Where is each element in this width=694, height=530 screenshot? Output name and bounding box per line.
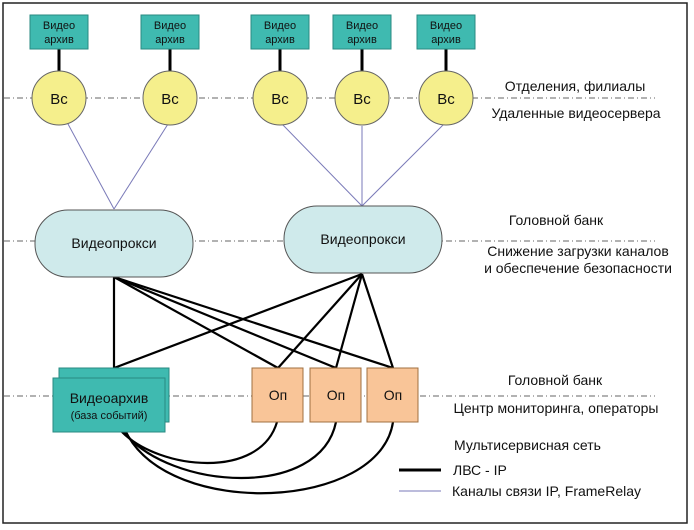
operator-node[interactable]: Оп — [366, 367, 419, 423]
video-server-label: Вс — [271, 91, 289, 108]
video-server-label: Вс — [161, 91, 179, 108]
proxy-shape — [34, 209, 194, 278]
wan-links — [67, 123, 445, 210]
lan-link — [360, 273, 395, 369]
archive-title: Видеоархив — [70, 390, 149, 406]
legend-title: Мультисервисная сеть — [454, 437, 601, 453]
remote-archive-label: Видео — [264, 20, 296, 32]
remote-archive-label: Видео — [430, 20, 462, 32]
remote-archive-label: архив — [44, 34, 74, 46]
video-server-shape — [142, 70, 198, 126]
video-server-shape — [334, 70, 390, 126]
video-server-node[interactable]: Вс — [252, 70, 308, 126]
operator-shape — [251, 367, 304, 423]
video-server-node[interactable]: Вс — [31, 70, 87, 126]
wan-link — [113, 123, 169, 210]
level-label: Снижение загрузки каналов — [487, 243, 669, 259]
lan-curve — [121, 421, 279, 464]
level-label: Головной банк — [509, 212, 604, 228]
video-server-node[interactable]: Вс — [334, 70, 390, 126]
wan-link — [67, 123, 115, 210]
level-label: Удаленные видеосервера — [491, 105, 660, 121]
remote-archive-label: Видео — [154, 20, 186, 32]
operator-label: Оп — [269, 387, 287, 403]
video-server-label: Вс — [353, 91, 371, 108]
proxy-node[interactable]: Видеопрокси — [283, 205, 443, 274]
lan-link — [113, 272, 363, 370]
operator-label: Оп — [327, 387, 345, 403]
remote-archive-shape — [416, 14, 476, 50]
operator-shape — [309, 367, 362, 423]
legend-wan-label: Каналы связи IP, FrameRelay — [452, 483, 641, 499]
remote-archive-label: Видео — [346, 20, 378, 32]
archive-server-links — [57, 49, 448, 72]
video-server-label: Вс — [437, 91, 455, 108]
remote-archive-label: архив — [347, 34, 377, 46]
archive-front-shape — [52, 377, 166, 433]
video-server-node[interactable]: Вс — [142, 70, 198, 126]
proxy-node[interactable]: Видеопрокси — [34, 209, 194, 278]
lan-link — [113, 275, 394, 370]
proxy-label: Видеопрокси — [320, 231, 405, 247]
level-label: Центр мониторинга, операторы — [454, 400, 659, 416]
operator-label: Оп — [384, 387, 402, 403]
level-label: и обеспечение безопасности — [484, 260, 672, 276]
lan-link — [277, 273, 363, 369]
remote-archive-label: Видео — [43, 20, 75, 32]
proxy-shape — [283, 205, 443, 274]
remote-archive-shape — [250, 14, 310, 50]
proxy-label: Видеопрокси — [71, 235, 156, 251]
remote-archive-node[interactable]: Видео архив — [29, 14, 89, 50]
remote-archive-label: архив — [265, 34, 295, 46]
wan-link — [281, 123, 363, 207]
level-label: Головной банк — [508, 372, 603, 388]
lan-link — [113, 275, 337, 370]
remote-archive-shape — [29, 14, 89, 50]
operator-node[interactable]: Оп — [309, 367, 362, 423]
remote-archive-label: архив — [431, 34, 461, 46]
lan-link — [113, 276, 279, 369]
central-archive-node[interactable]: Видеоархив (база событий) — [52, 367, 170, 433]
video-server-shape — [418, 70, 474, 126]
level-label: Отделения, филиалы — [505, 78, 646, 94]
lan-curve — [125, 421, 395, 495]
video-server-node[interactable]: Вс — [418, 70, 474, 126]
remote-archive-node[interactable]: Видео архив — [250, 14, 310, 50]
operator-shape — [366, 367, 419, 423]
remote-archive-node[interactable]: Видео архив — [416, 14, 476, 50]
legend-lan-label: ЛВС - IP — [453, 462, 507, 478]
operator-node[interactable]: Оп — [251, 367, 304, 423]
remote-archive-label: архив — [155, 34, 185, 46]
video-server-label: Вс — [50, 91, 68, 108]
remote-archive-node[interactable]: Видео архив — [140, 14, 200, 50]
remote-archive-node[interactable]: Видео архив — [332, 14, 392, 50]
remote-archive-shape — [140, 14, 200, 50]
video-server-shape — [252, 70, 308, 126]
lan-link — [334, 273, 364, 369]
archive-operator-links — [121, 421, 395, 495]
archive-subtitle: (база событий) — [71, 410, 148, 422]
wan-link — [361, 123, 445, 207]
lan-curve — [123, 421, 338, 480]
legend: Мультисервисная сеть ЛВС - IP Каналы свя… — [399, 437, 641, 499]
video-server-shape — [31, 70, 87, 126]
remote-archive-shape — [332, 14, 392, 50]
lan-links — [112, 272, 395, 370]
